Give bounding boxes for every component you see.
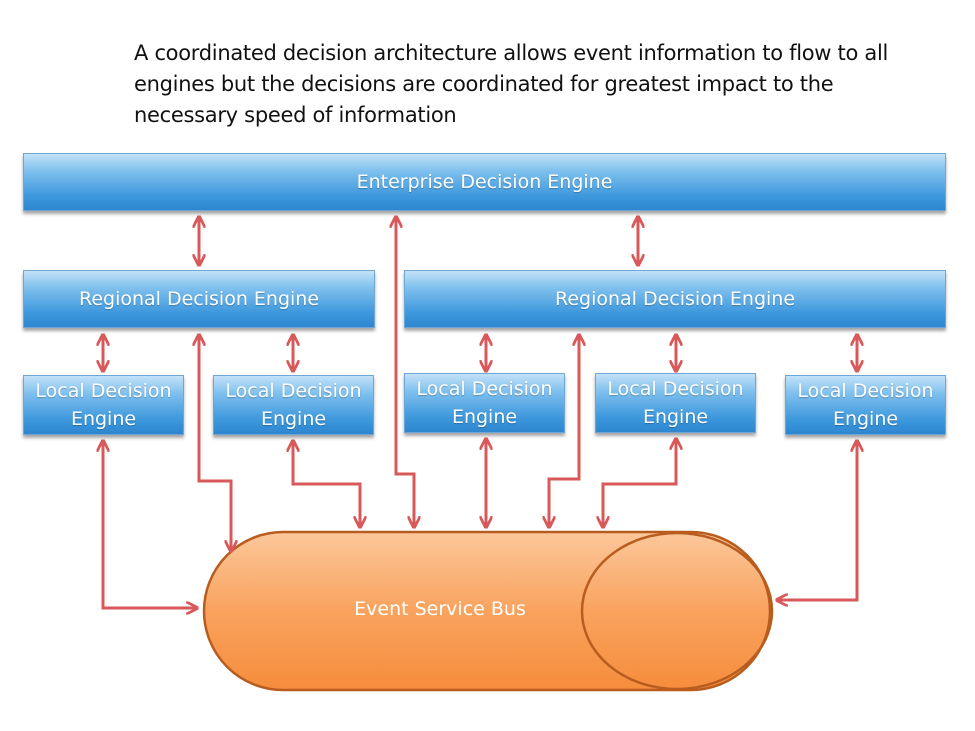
arrow-enterprise-bus bbox=[396, 218, 414, 526]
arrow-group bbox=[103, 218, 857, 608]
arrow-local-4-bus bbox=[603, 440, 676, 526]
local-engine-label: Local Decision Engine bbox=[416, 378, 553, 428]
local-engine-label: Local Decision Engine bbox=[225, 380, 362, 430]
regional-decision-engine-left: Regional Decision Engine bbox=[23, 270, 375, 328]
enterprise-decision-engine: Enterprise Decision Engine bbox=[23, 153, 946, 211]
local-engine-label: Local Decision Engine bbox=[797, 380, 934, 430]
arrow-regional-right-bus bbox=[549, 336, 579, 526]
arrow-local-5-bus bbox=[778, 442, 857, 600]
event-service-bus-label: Event Service Bus bbox=[354, 598, 526, 620]
regional-decision-engine-right: Regional Decision Engine bbox=[404, 270, 946, 328]
regional-engine-label: Regional Decision Engine bbox=[78, 288, 320, 310]
enterprise-engine-label: Enterprise Decision Engine bbox=[356, 171, 613, 193]
local-engine-label: Local Decision Engine bbox=[35, 380, 172, 430]
local-decision-engine-3: Local Decision Engine bbox=[404, 373, 565, 433]
local-decision-engine-5: Local Decision Engine bbox=[785, 375, 946, 435]
local-decision-engine-1: Local Decision Engine bbox=[23, 375, 184, 435]
regional-engine-label: Regional Decision Engine bbox=[554, 288, 796, 310]
event-service-bus-cylinder bbox=[202, 530, 774, 692]
local-decision-engine-2: Local Decision Engine bbox=[213, 375, 374, 435]
local-decision-engine-4: Local Decision Engine bbox=[595, 373, 756, 433]
diagram-caption: A coordinated decision architecture allo… bbox=[134, 41, 889, 127]
local-engine-label: Local Decision Engine bbox=[607, 378, 744, 428]
arrow-local-2-bus bbox=[293, 442, 360, 526]
arrow-regional-left-bus bbox=[199, 336, 231, 550]
arrow-local-1-bus bbox=[103, 442, 196, 608]
